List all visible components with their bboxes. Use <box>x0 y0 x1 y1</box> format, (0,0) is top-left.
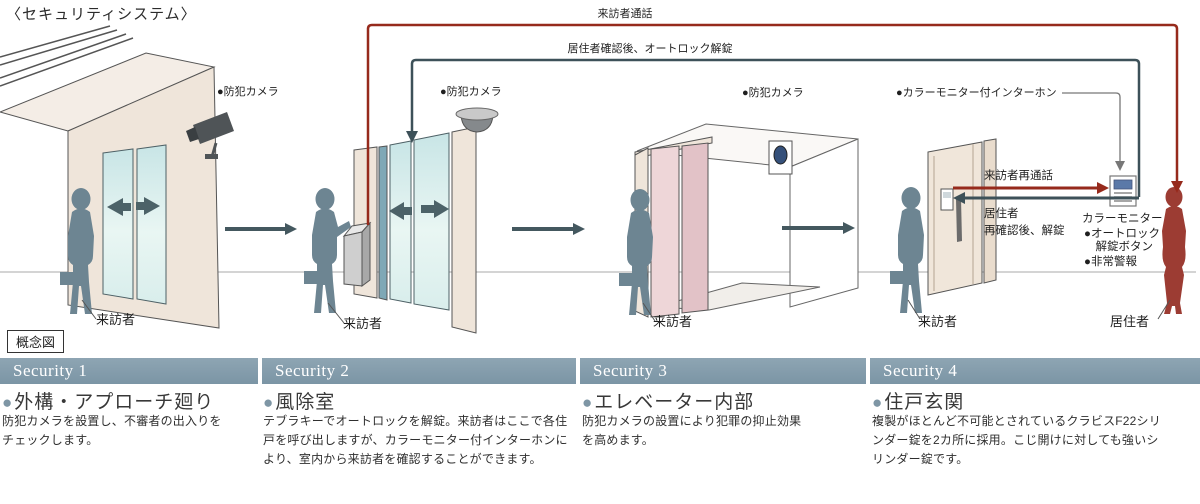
unlock-label: 居住者 再確認後、解錠 <box>984 208 1065 237</box>
entrance-door-frame <box>983 138 997 284</box>
body-security-4: 複製がほとんど不可能とされているクラビスF22シリンダー錠を2カ所に採用。こじ開… <box>872 414 1161 466</box>
entrance-glass-door-right <box>136 144 167 305</box>
autolock-release-arrowhead <box>406 131 418 143</box>
windbreak-wall-right <box>451 126 477 334</box>
resident-label: 居住者 <box>1110 314 1150 329</box>
camera-label-2: ●防犯カメラ <box>440 86 502 98</box>
visitor-label-4: 来訪者 <box>918 314 958 329</box>
band-security-1: Security 1 <box>0 358 258 384</box>
feature-alarm-label: ●非常警報 <box>1084 256 1137 268</box>
band-security-4: Security 4 <box>870 358 1200 384</box>
heading-bullet-icon: ● <box>582 393 594 412</box>
band-security-3: Security 3 <box>580 358 866 384</box>
concept-note-badge: 概念図 <box>7 330 65 353</box>
heading-security-3: ●エレベーター内部 <box>582 387 754 414</box>
elevator-camera-icon <box>768 140 793 175</box>
camera-label-1: ●防犯カメラ <box>217 86 279 98</box>
door-handle-icon <box>956 198 962 242</box>
label-hook-lines <box>81 299 1171 324</box>
flow-label-autolock-release: 居住者確認後、オートロック解錠 <box>567 43 733 55</box>
monitor-label: カラーモニター <box>1082 213 1163 225</box>
door-intercom-icon <box>940 188 954 211</box>
windbreak-glass-right <box>413 132 450 311</box>
autolock-release-line <box>410 58 1141 197</box>
heading-security-4: ●住戸玄関 <box>872 387 964 414</box>
heading-security-1: ●外構・アプローチ廻り <box>2 387 214 414</box>
windbreak-mullion <box>378 145 388 301</box>
color-monitor-intercom-icon <box>1109 175 1137 207</box>
heading-text: 外構・アプローチ廻り <box>14 392 215 413</box>
band-security-2: Security 2 <box>262 358 576 384</box>
elevator-door-left <box>650 145 680 318</box>
dwelling-door <box>927 141 983 296</box>
body-security-2: テブラキーでオートロックを解錠。来訪者はここで各住戸を呼び出しますが、カラーモニ… <box>263 414 568 466</box>
stage-flow-arrows <box>225 222 855 235</box>
elevator-door-right <box>681 142 709 314</box>
sliding-door-arrows-icon <box>107 197 160 216</box>
visitor-recall-arrowhead <box>1097 182 1109 194</box>
resident-silhouette <box>1162 187 1186 314</box>
intercom-label-arrowhead <box>1115 161 1125 171</box>
recall-label: 来訪者再通話 <box>984 170 1053 182</box>
visitor-label-2: 来訪者 <box>343 316 383 331</box>
entrance-glass-door-left <box>102 148 134 300</box>
visitor-label-1: 来訪者 <box>96 312 136 327</box>
heading-text: 住戸玄関 <box>884 392 965 413</box>
autolock-intercom-pedestal <box>342 221 372 287</box>
heading-security-2: ●風除室 <box>263 387 335 414</box>
sliding-door-arrows-icon-2 <box>389 200 449 220</box>
cctv-camera-icon <box>186 112 234 159</box>
page-title: 〈セキュリティシステム〉 <box>6 6 197 23</box>
windbreak-glass-left <box>389 140 412 304</box>
heading-text: 風除室 <box>275 392 336 413</box>
feature-autolock-label: ●オートロック 解錠ボタン <box>1084 228 1160 253</box>
intercom-label-connector <box>1062 92 1121 163</box>
elevator <box>634 123 859 318</box>
visitor-call-line <box>366 23 1179 225</box>
visitor-call-arrowhead <box>1171 181 1183 193</box>
flow-label-visitor-call: 来訪者通話 <box>597 8 653 20</box>
entrance-canopy <box>0 25 134 87</box>
heading-bullet-icon: ● <box>2 393 14 412</box>
heading-bullet-icon: ● <box>263 393 275 412</box>
dome-camera-icon <box>455 107 499 133</box>
illustration-layer <box>0 23 1196 334</box>
camera-label-3: ●防犯カメラ <box>742 87 804 99</box>
body-security-1: 防犯カメラを設置し、不審者の出入りをチェックします。 <box>2 414 222 447</box>
visitor-label-3: 来訪者 <box>653 314 693 329</box>
visitor-silhouette-4 <box>890 187 924 313</box>
intercom-label: ●カラーモニター付インターホン <box>896 87 1057 99</box>
heading-text: エレベーター内部 <box>594 392 755 413</box>
body-security-3: 防犯カメラの設置により犯罪の抑止効果を高めます。 <box>582 414 802 447</box>
heading-bullet-icon: ● <box>872 393 884 412</box>
unlock-arrowhead <box>953 192 965 204</box>
